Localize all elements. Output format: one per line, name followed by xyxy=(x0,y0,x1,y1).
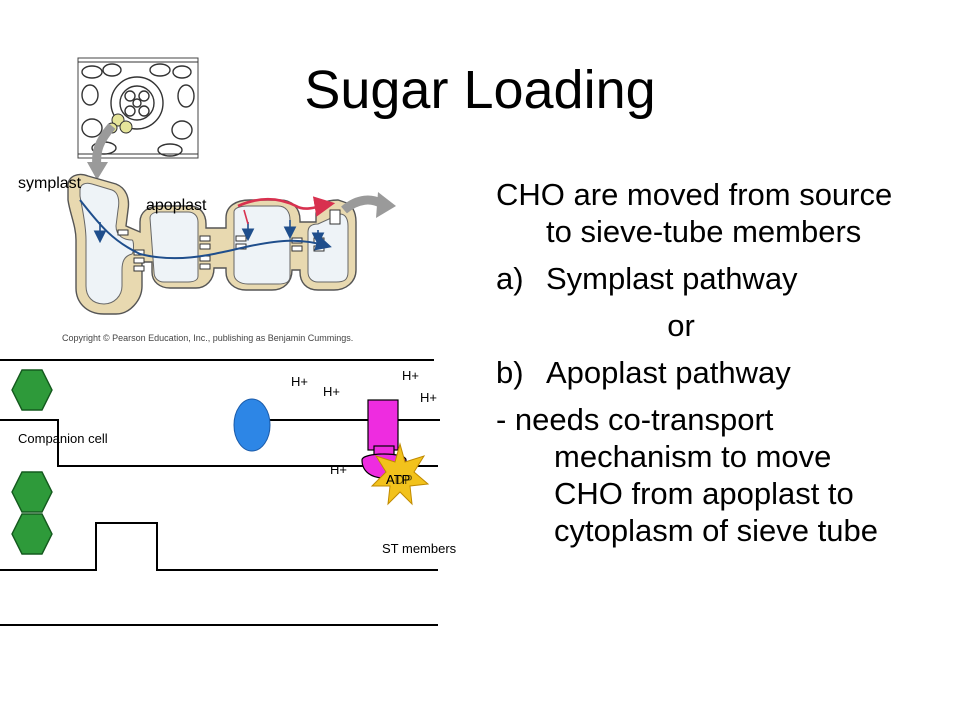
membrane-lines xyxy=(0,359,440,626)
atp-burst xyxy=(370,442,430,506)
slide-title: Sugar Loading xyxy=(304,60,656,120)
companion-cell-label: Companion cell xyxy=(18,431,108,446)
proton-label: H+ xyxy=(291,374,308,389)
cells-chain xyxy=(67,173,357,315)
atp-label: ATP xyxy=(386,472,410,487)
apoplast-label: apoplast xyxy=(146,197,207,214)
option-apoplast: b) Apoplast pathway xyxy=(496,354,906,391)
proton-label: H+ xyxy=(402,368,419,383)
proton-label: H+ xyxy=(420,390,437,405)
sugar-hexagon xyxy=(11,471,53,513)
cotransport-note: - needs co-transport mechanism to move C… xyxy=(496,402,878,548)
sugar-hexagon xyxy=(11,513,53,555)
connector-text: or xyxy=(667,308,695,343)
gray-arrow-head xyxy=(87,162,108,180)
symplast-label: symplast xyxy=(18,175,82,192)
sugar-hexagon xyxy=(11,369,53,411)
intro-text: CHO are moved from source to sieve-tube … xyxy=(496,177,893,249)
gray-arrow-right xyxy=(341,195,385,214)
proton-label: H+ xyxy=(323,384,340,399)
option-label-apoplast: Apoplast pathway xyxy=(546,355,791,390)
st-members-label: ST members xyxy=(382,541,457,556)
option-label-symplast: Symplast pathway xyxy=(546,261,798,296)
carrier-protein xyxy=(233,398,271,452)
option-marker-b: b) xyxy=(496,355,524,390)
slide-body: CHO are moved from source to sieve-tube … xyxy=(496,176,906,549)
option-symplast: a) Symplast pathway xyxy=(496,260,906,297)
gray-arrow-right-head xyxy=(376,192,396,218)
copyright-notice: Copyright © Pearson Education, Inc., pub… xyxy=(62,333,353,343)
proton-label: H+ xyxy=(330,462,347,477)
option-marker-a: a) xyxy=(496,261,524,296)
adp-label: ADP xyxy=(386,472,413,487)
